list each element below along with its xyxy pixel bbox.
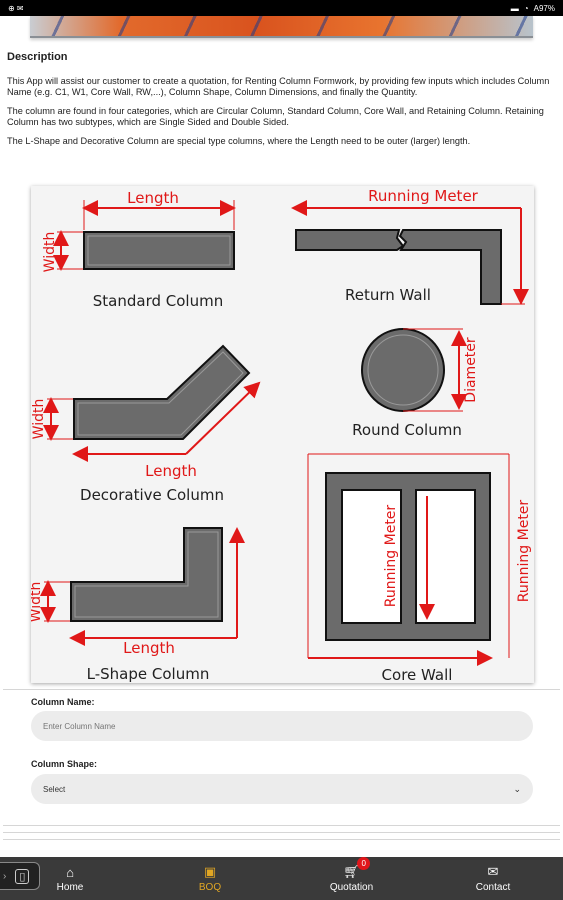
- column-types-diagram: Length Width Standard Column Running Met…: [31, 186, 534, 683]
- return-wall-running-label: Running Meter: [368, 187, 479, 205]
- description-paragraph-3: The L-Shape and Decorative Column are sp…: [7, 135, 471, 146]
- battery-text: A97%: [533, 3, 555, 13]
- nav-contact[interactable]: ✉ Contact: [423, 857, 563, 900]
- core-wall-title: Core Wall: [382, 666, 453, 683]
- chevron-right-icon: ›: [3, 870, 7, 882]
- decorative-width-label: Width: [31, 399, 47, 440]
- column-shape-label: Column Shape:: [31, 759, 98, 769]
- standard-column-figure: Length Width Standard Column: [42, 189, 236, 310]
- core-wall-outer-running-label: Running Meter: [516, 500, 532, 603]
- column-name-input[interactable]: [31, 711, 533, 741]
- divider: [3, 832, 560, 833]
- lshape-length-label: Length: [123, 639, 175, 657]
- round-diameter-label: Diameter: [463, 337, 479, 403]
- core-wall-figure: Running Meter Running Meter Core Wall: [307, 453, 532, 683]
- nav-quotation[interactable]: 🛒︎ 0 Quotation: [280, 857, 423, 900]
- decorative-column-figure: Width Length Decorative Column: [31, 344, 261, 504]
- description-paragraph-1: This App will assist our customer to cre…: [7, 75, 550, 98]
- wifi-icon: ◔: [523, 3, 529, 13]
- lshape-column-title: L-Shape Column: [87, 665, 210, 683]
- status-bar: ⊕ ✉ ▬ ◔ A97%: [0, 0, 563, 16]
- decorative-length-label: Length: [145, 462, 197, 480]
- divider: [3, 689, 560, 690]
- return-wall-title: Return Wall: [345, 286, 431, 304]
- quotation-badge: 0: [357, 857, 371, 870]
- chevron-down-icon: ⌄: [513, 783, 521, 794]
- divider: [3, 825, 560, 826]
- description-section: Description This App will assist our cus…: [7, 51, 555, 154]
- shopping-bag-icon: ▣: [203, 864, 217, 879]
- standard-width-label: Width: [42, 232, 58, 273]
- column-shape-select[interactable]: Select ⌄: [31, 774, 533, 804]
- cart-icon: 🛒︎: [343, 864, 360, 879]
- nav-boq[interactable]: ▣ BOQ: [140, 857, 280, 900]
- round-column-figure: Diameter Round Column: [352, 328, 479, 439]
- core-wall-inner-running-label: Running Meter: [383, 505, 399, 608]
- lshape-width-label: Width: [31, 582, 44, 623]
- divider: [3, 839, 560, 840]
- nav-contact-label: Contact: [475, 882, 511, 893]
- column-name-label: Column Name:: [31, 697, 95, 707]
- lshape-column-figure: Width Length L-Shape Column: [31, 527, 245, 683]
- return-wall-figure: Running Meter Return Wall: [291, 187, 529, 305]
- nav-home-label: Home: [56, 881, 84, 893]
- status-right-icons: ▬ ◔ A97%: [511, 4, 555, 13]
- side-panel-tab[interactable]: › ▯: [0, 862, 40, 890]
- status-left-icons: ⊕ ✉: [8, 3, 24, 13]
- home-icon: ⌂: [66, 864, 74, 880]
- bottom-navigation: ⌂ Home ▣ BOQ 🛒︎ 0 Quotation ✉ Contact: [0, 857, 563, 900]
- decorative-column-title: Decorative Column: [80, 486, 224, 504]
- hero-banner-image: [30, 16, 533, 38]
- nav-quotation-label: Quotation: [329, 882, 374, 893]
- description-paragraph-2: The column are found in four categories,…: [7, 105, 544, 128]
- video-icon: ▬: [510, 3, 519, 13]
- standard-column-title: Standard Column: [93, 292, 223, 310]
- nav-home[interactable]: ⌂ Home: [0, 857, 140, 900]
- description-heading: Description: [7, 51, 68, 63]
- column-shape-selected: Select: [43, 784, 66, 794]
- phone-icon: ▯: [15, 868, 30, 884]
- standard-length-label: Length: [127, 189, 179, 207]
- nav-boq-label: BOQ: [198, 882, 222, 893]
- envelope-icon: ✉: [487, 864, 499, 879]
- round-column-title: Round Column: [352, 421, 462, 439]
